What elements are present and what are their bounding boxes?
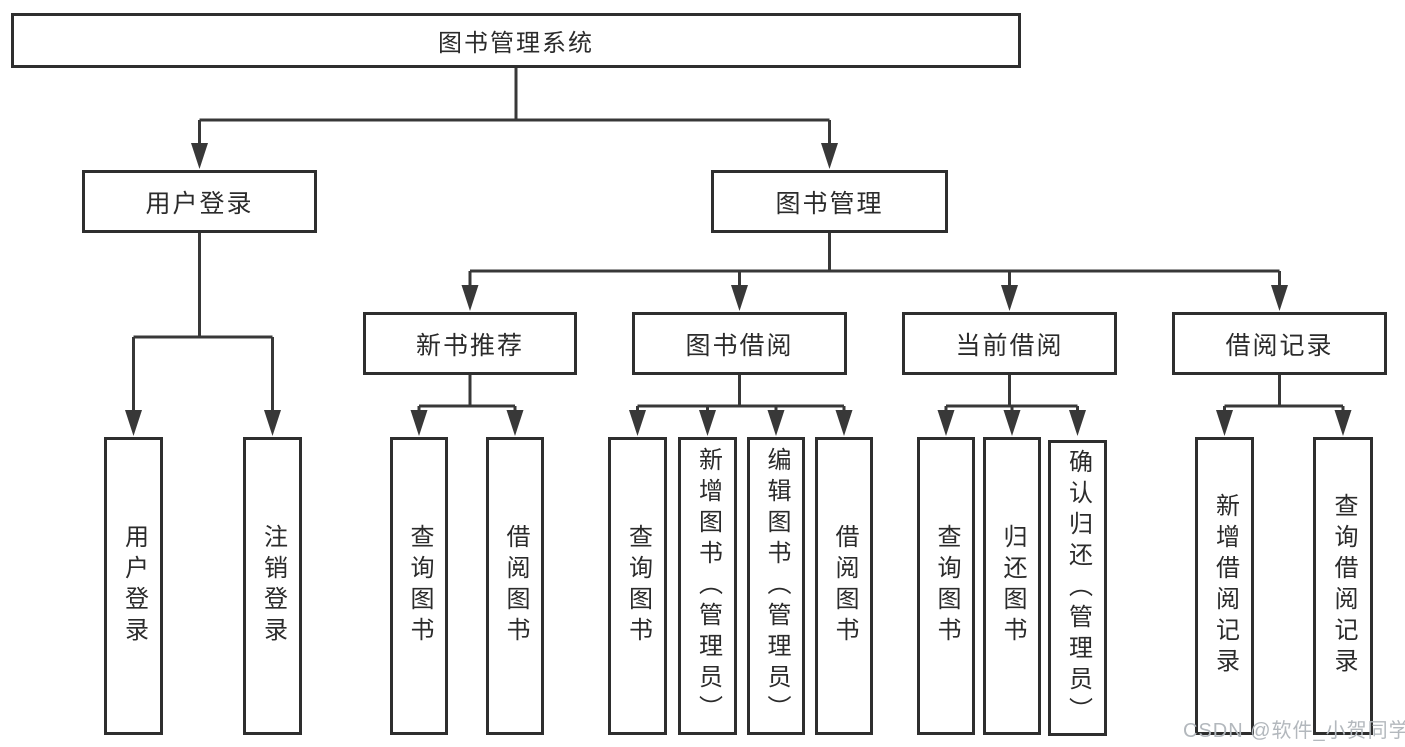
node-label: 图书管理系统	[438, 30, 594, 57]
leaf-label: 查询图书	[933, 524, 960, 648]
leaf-edit-book-admin: 编辑图书（管理员）	[747, 437, 805, 735]
node-library-management-system: 图书管理系统	[11, 13, 1021, 68]
leaf-label: 新增借阅记录	[1211, 493, 1239, 679]
leaf-label: 用户登录	[120, 524, 148, 648]
node-book-borrow: 图书借阅	[632, 312, 847, 375]
leaf-confirm-return-admin: 确认归还（管理员）	[1048, 440, 1107, 736]
leaf-query-borrow-record: 查询借阅记录	[1313, 437, 1373, 735]
leaf-add-book-admin: 新增图书（管理员）	[678, 437, 737, 735]
leaf-label: 确认归还（管理员）	[1064, 448, 1092, 728]
node-book-management: 图书管理	[711, 170, 948, 233]
leaf-label: 查询图书	[624, 524, 652, 648]
node-label: 图书管理	[775, 189, 884, 218]
node-borrow-records: 借阅记录	[1172, 312, 1387, 375]
leaf-add-borrow-record: 新增借阅记录	[1195, 437, 1254, 735]
node-label: 借阅记录	[1225, 331, 1334, 360]
leaf-label: 归还图书	[999, 524, 1026, 648]
leaf-return-books: 归还图书	[983, 437, 1041, 735]
leaf-user-login: 用户登录	[104, 437, 163, 735]
node-current-borrow: 当前借阅	[902, 312, 1117, 375]
leaf-borrow-books-1: 借阅图书	[486, 437, 544, 735]
leaf-logout: 注销登录	[243, 437, 302, 735]
node-new-book-recommend: 新书推荐	[363, 312, 577, 375]
node-label: 用户登录	[145, 189, 254, 218]
leaf-label: 编辑图书（管理员）	[763, 446, 790, 726]
node-label: 新书推荐	[415, 331, 524, 360]
leaf-label: 查询借阅记录	[1330, 493, 1357, 679]
leaf-query-books-3: 查询图书	[917, 437, 975, 735]
leaf-label: 借阅图书	[502, 524, 529, 648]
csdn-watermark: CSDN @软件_小贺同学	[1183, 720, 1405, 742]
leaf-label: 新增图书（管理员）	[694, 446, 722, 726]
leaf-borrow-books-2: 借阅图书	[815, 437, 873, 735]
leaf-label: 注销登录	[259, 524, 287, 648]
node-label: 图书借阅	[685, 331, 794, 360]
leaf-label: 借阅图书	[831, 524, 858, 648]
leaf-query-books-2: 查询图书	[608, 437, 667, 735]
node-label: 当前借阅	[955, 331, 1064, 360]
leaf-label: 查询图书	[406, 524, 433, 648]
node-user-login: 用户登录	[82, 170, 317, 233]
leaf-query-books-1: 查询图书	[390, 437, 448, 735]
